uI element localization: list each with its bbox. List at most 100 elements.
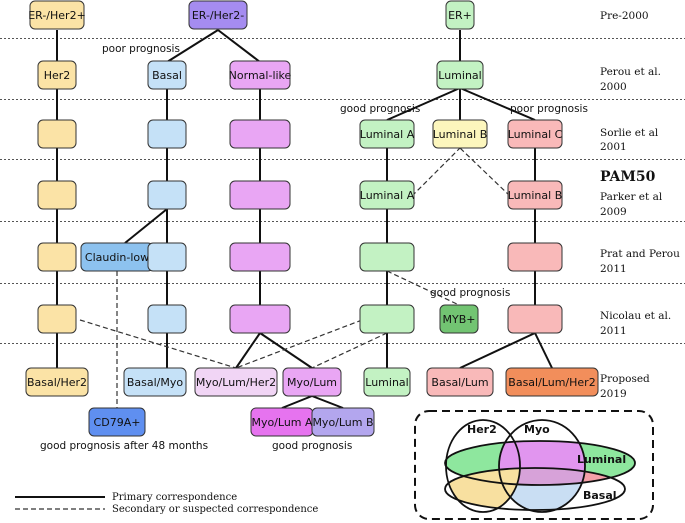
era-label-line: PAM50 <box>600 169 656 185</box>
node-her2: Her2 <box>37 60 77 90</box>
era-label-line: 2011 <box>600 263 627 275</box>
era-label-line: Nicolau et al. <box>600 310 671 322</box>
node-placeholder <box>229 119 291 149</box>
venn-label-basal: Basal <box>583 489 617 502</box>
node-label: Myo/Lum A <box>251 416 313 429</box>
node-basal-lum-her2: Basal/Lum/Her2 <box>505 367 599 397</box>
node-placeholder <box>507 304 563 334</box>
node-placeholder <box>37 119 77 149</box>
era-label-line: 2009 <box>600 206 627 218</box>
node-luminal-final: Luminal <box>363 367 411 397</box>
node-box <box>37 119 77 149</box>
node-label: Normal-like <box>229 69 292 82</box>
annotation-poor-prognosis-basal: poor prognosis <box>102 43 180 55</box>
era-label-line: Sorlie et al <box>600 127 659 139</box>
node-box <box>229 304 291 334</box>
node-placeholder <box>37 304 77 334</box>
node-luminal-a: Luminal A <box>359 119 415 149</box>
node-box <box>282 367 342 397</box>
node-box <box>229 119 291 149</box>
era-label-line: 2019 <box>600 388 627 400</box>
node-label: Myo/Lum B <box>312 416 373 429</box>
venn-label-her2: Her2 <box>467 423 497 436</box>
node-label: Basal <box>152 69 182 82</box>
node-basal: Basal <box>147 60 187 90</box>
node-luminal-a: Luminal A <box>359 180 415 210</box>
node-basal-her2: Basal/Her2 <box>25 367 89 397</box>
node-box <box>445 0 475 30</box>
node-box <box>147 119 187 149</box>
node-erneg-her2pos: ER-/Her2+ <box>28 0 86 30</box>
node-box <box>359 119 415 149</box>
node-box <box>359 180 415 210</box>
node-box <box>188 0 248 30</box>
node-erneg-her2neg: ER-/Her2- <box>188 0 248 30</box>
era-label-line: Perou et al. <box>600 66 661 78</box>
node-myo-lum-b: Myo/Lum B <box>311 407 375 437</box>
node-box <box>507 119 563 149</box>
node-placeholder <box>37 242 77 272</box>
node-box <box>363 367 411 397</box>
node-box <box>507 304 563 334</box>
venn-label-myo: Myo <box>524 423 550 436</box>
legend-secondary-label: Secondary or suspected correspondence <box>112 504 318 515</box>
node-cd79a: CD79A+ <box>88 407 146 437</box>
node-box <box>147 304 187 334</box>
node-box <box>88 407 146 437</box>
node-box <box>29 0 85 30</box>
annotation-good-prognosis-48-months: good prognosis after 48 months <box>40 440 208 452</box>
node-box <box>426 367 494 397</box>
node-label: Luminal <box>438 69 481 82</box>
node-label: Basal/Lum <box>431 376 488 389</box>
node-box <box>194 367 278 397</box>
node-placeholder <box>147 242 187 272</box>
legend: Primary correspondence Secondary or susp… <box>112 492 318 515</box>
node-myo-lum: Myo/Lum <box>282 367 342 397</box>
node-box <box>229 242 291 272</box>
annotation-good-prognosis-myo-lum: good prognosis <box>272 440 352 452</box>
node-box <box>37 180 77 210</box>
node-placeholder <box>37 180 77 210</box>
node-box <box>432 119 488 149</box>
node-myb: MYB+ <box>439 304 479 334</box>
node-placeholder <box>229 242 291 272</box>
node-box <box>37 304 77 334</box>
annotation-poor-prognosis-luminal-c: poor prognosis <box>510 103 588 115</box>
node-label: ER-/Her2+ <box>28 9 86 22</box>
node-label: Her2 <box>44 69 71 82</box>
node-placeholder <box>147 304 187 334</box>
node-label: Luminal C <box>508 128 563 141</box>
era-separators <box>0 38 685 344</box>
node-box <box>359 304 415 334</box>
venn-label-luminal: Luminal <box>577 453 626 466</box>
node-box <box>37 242 77 272</box>
node-label: CD79A+ <box>94 416 141 429</box>
node-box <box>147 60 187 90</box>
node-placeholder <box>229 304 291 334</box>
node-box <box>37 60 77 90</box>
node-label: Basal/Myo <box>127 376 184 389</box>
node-placeholder <box>359 242 415 272</box>
venn-diagram: Her2 Myo Luminal Basal <box>414 410 654 520</box>
node-label: ER-/Her2- <box>192 9 244 22</box>
annotation-good-prognosis-luminal-a: good prognosis <box>340 103 420 115</box>
node-box <box>229 60 291 90</box>
node-box <box>311 407 375 437</box>
era-label-line: Proposed <box>600 373 650 385</box>
node-box <box>507 242 563 272</box>
era-label-line: Pre-2000 <box>600 10 649 22</box>
node-box <box>25 367 89 397</box>
node-luminal-b: Luminal B <box>507 180 563 210</box>
node-claudin-low: Claudin-low <box>80 242 154 272</box>
node-box <box>436 60 484 90</box>
node-label: Luminal B <box>433 128 488 141</box>
era-label-line: Parker et al <box>600 191 663 203</box>
node-myo-lum-her2: Myo/Lum/Her2 <box>194 367 278 397</box>
node-box <box>147 180 187 210</box>
era-label-line: Prat and Perou <box>600 248 680 260</box>
primary-connections <box>15 29 553 498</box>
node-label: Myo/Lum/Her2 <box>196 376 276 389</box>
annotation-good-prognosis-myb: good prognosis <box>430 287 510 299</box>
node-box <box>229 180 291 210</box>
